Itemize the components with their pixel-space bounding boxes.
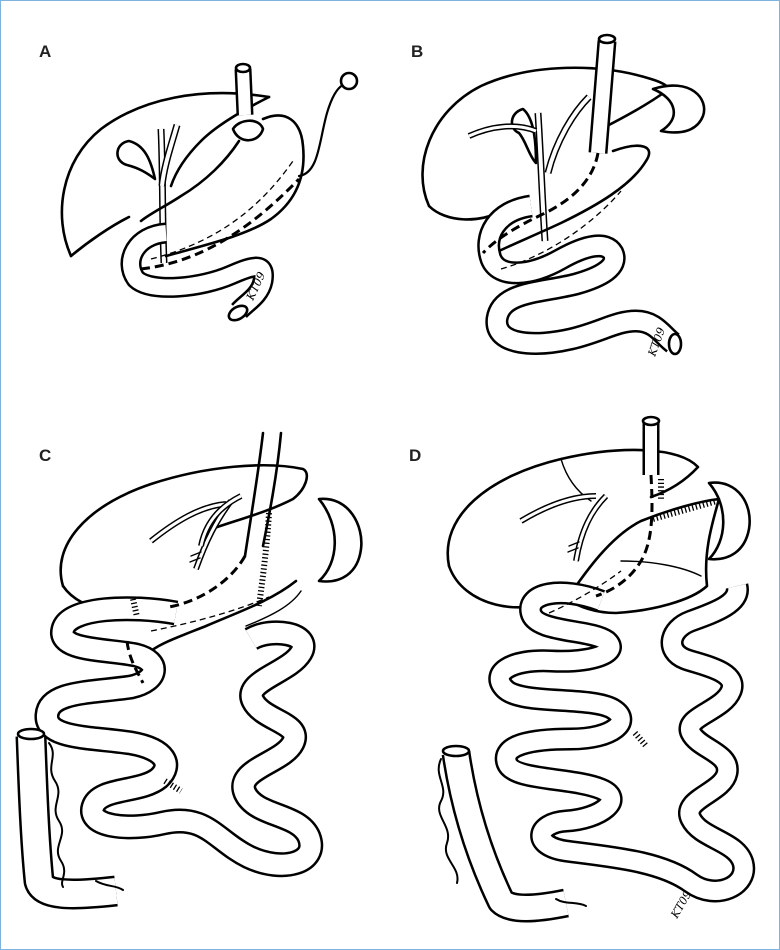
staple-line xyxy=(635,733,647,747)
colon-opening xyxy=(443,746,469,756)
artist-signature: KT09 xyxy=(668,888,695,921)
liver-inner-edge xyxy=(171,97,269,186)
panel-a-label: A xyxy=(39,42,51,61)
feeding-tube xyxy=(299,85,343,176)
liver-lower-edge xyxy=(71,217,129,256)
panel-c-label: C xyxy=(39,446,51,465)
liver-outline xyxy=(422,68,669,206)
gallbladder xyxy=(512,109,536,163)
hepatic-duct-branch-wall xyxy=(548,97,589,173)
liver-outline xyxy=(61,465,307,586)
gallbladder xyxy=(117,141,155,179)
long-limb-right xyxy=(263,433,281,546)
spleen xyxy=(653,86,704,133)
spleen xyxy=(319,499,361,582)
panel-d-label: D xyxy=(409,446,421,465)
jejunum-opening xyxy=(669,334,681,354)
esophagus-opening xyxy=(643,417,659,425)
tube-opening xyxy=(599,35,615,43)
esophagus-opening xyxy=(236,64,250,72)
left-hepatic-duct-wall xyxy=(521,496,596,521)
long-limb-left xyxy=(245,433,263,556)
panel-b: B KT09 xyxy=(411,35,704,359)
panel-d: D KT09 xyxy=(409,417,750,921)
nasogastric-tube xyxy=(598,41,607,153)
panel-a: A KT09 xyxy=(39,42,357,323)
feeding-tube-end xyxy=(341,73,357,89)
panel-c: C xyxy=(18,433,361,894)
esophagus xyxy=(243,69,245,115)
panel-b-label: B xyxy=(411,42,423,61)
common-bile-duct-wall xyxy=(576,496,606,561)
duodenum-opening xyxy=(226,303,249,323)
spleen xyxy=(709,483,750,560)
duodenum-loop xyxy=(131,233,264,311)
colon-opening xyxy=(18,729,44,739)
cardia xyxy=(233,121,263,141)
hidden-tube-course xyxy=(169,556,245,607)
hidden-duct-course xyxy=(151,161,293,259)
